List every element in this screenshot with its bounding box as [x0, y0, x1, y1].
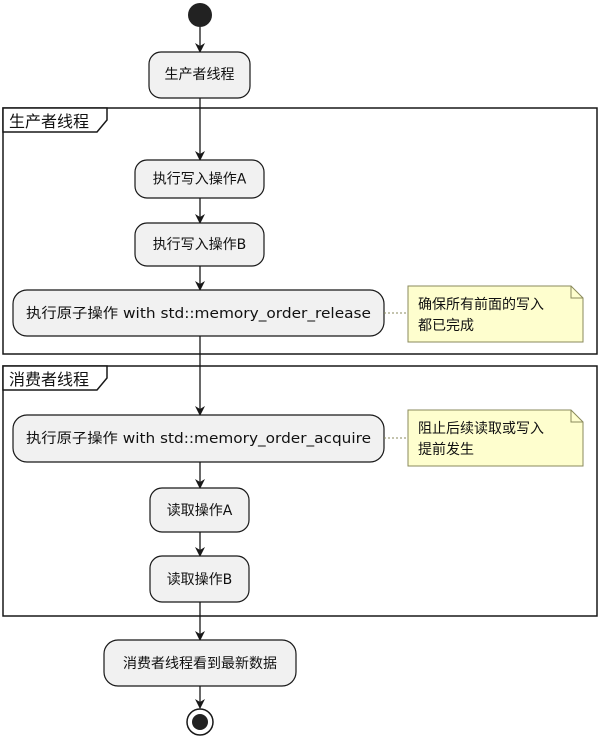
- activity-release-label: 执行原子操作 with std::memory_order_release: [26, 306, 371, 322]
- activity-write-a: 执行写入操作A: [134, 159, 265, 199]
- activity-acquire: 执行原子操作 with std::memory_order_acquire: [12, 414, 385, 463]
- activity-write-b: 执行写入操作B: [134, 222, 265, 267]
- note-release-box: [407, 285, 584, 343]
- note-release-fold: [570, 286, 583, 299]
- note-acquire-line-2: 提前发生: [418, 441, 474, 458]
- consumer-partition-tab: [2, 365, 108, 391]
- producer-partition-frame: [2, 107, 598, 355]
- producer-partition-tab: [2, 107, 108, 133]
- activity-start: 生产者线程: [148, 51, 251, 99]
- activity-release: 执行原子操作 with std::memory_order_release: [12, 289, 385, 337]
- activity-final: 消费者线程看到最新数据: [103, 639, 297, 687]
- note-release: 确保所有前面的写入 都已完成: [384, 285, 584, 343]
- consumer-partition: 消费者线程: [2, 365, 598, 617]
- activity-read-a-label: 读取操作A: [167, 502, 233, 519]
- note-acquire-line-1: 阻止后续读取或写入: [418, 420, 544, 437]
- note-acquire-box: [407, 409, 584, 467]
- note-release-line-1: 确保所有前面的写入: [418, 296, 544, 313]
- activity-write-a-label: 执行写入操作A: [153, 172, 247, 188]
- start-node: [188, 3, 212, 27]
- activity-read-b-label: 读取操作B: [167, 571, 233, 588]
- activity-start-label: 生产者线程: [165, 67, 235, 83]
- activity-write-b-label: 执行写入操作B: [153, 237, 247, 253]
- activity-final-label: 消费者线程看到最新数据: [123, 656, 277, 672]
- end-node: [186, 708, 214, 736]
- note-release-line-2: 都已完成: [418, 318, 474, 334]
- activity-read-a: 读取操作A: [149, 487, 250, 533]
- producer-partition-label: 生产者线程: [9, 112, 89, 131]
- note-acquire: 阻止后续读取或写入 提前发生: [384, 409, 584, 467]
- activity-read-b: 读取操作B: [149, 555, 250, 603]
- activity-acquire-label: 执行原子操作 with std::memory_order_acquire: [26, 431, 371, 447]
- consumer-partition-label: 消费者线程: [9, 370, 89, 389]
- consumer-partition-frame: [2, 365, 598, 617]
- producer-partition: 生产者线程: [2, 107, 598, 355]
- note-acquire-fold: [570, 410, 583, 423]
